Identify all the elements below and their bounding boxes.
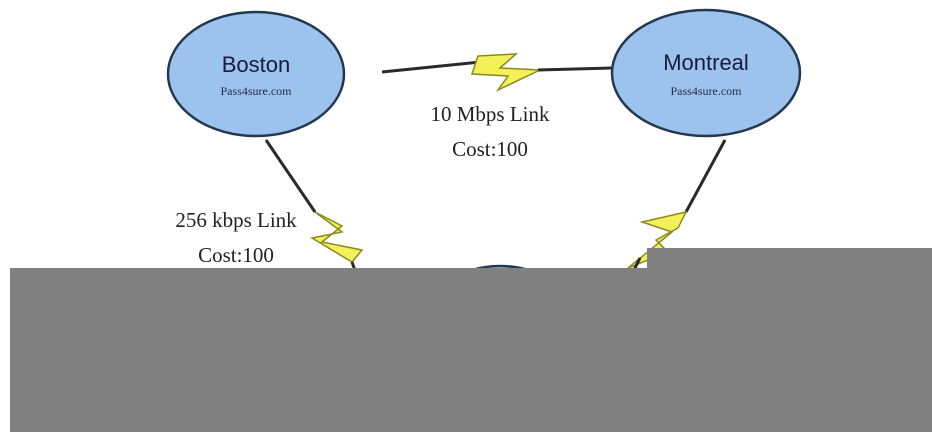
boston-subtitle: Pass4sure.com — [221, 84, 293, 98]
boston-montreal-speed-label: 10 Mbps Link — [430, 102, 550, 126]
lightning-bolt-icon — [309, 211, 364, 263]
boston-bottom-cost-label: Cost:100 — [198, 243, 274, 267]
montreal-ellipse — [610, 8, 802, 138]
link-boston-montreal — [381, 53, 613, 92]
montreal-node: Montreal Pass4sure.com — [610, 8, 802, 138]
boston-name: Boston — [222, 52, 291, 77]
lightning-bolt-icon — [470, 53, 541, 92]
montreal-name: Montreal — [663, 50, 749, 75]
boston-node: Boston Pass4sure.com — [166, 10, 346, 138]
montreal-subtitle: Pass4sure.com — [671, 84, 743, 98]
boston-montreal-cost-label: Cost:100 — [452, 137, 528, 161]
redaction-block-main — [10, 268, 932, 432]
boston-bottom-speed-label: 256 kbps Link — [175, 208, 297, 232]
boston-ellipse — [166, 10, 346, 138]
